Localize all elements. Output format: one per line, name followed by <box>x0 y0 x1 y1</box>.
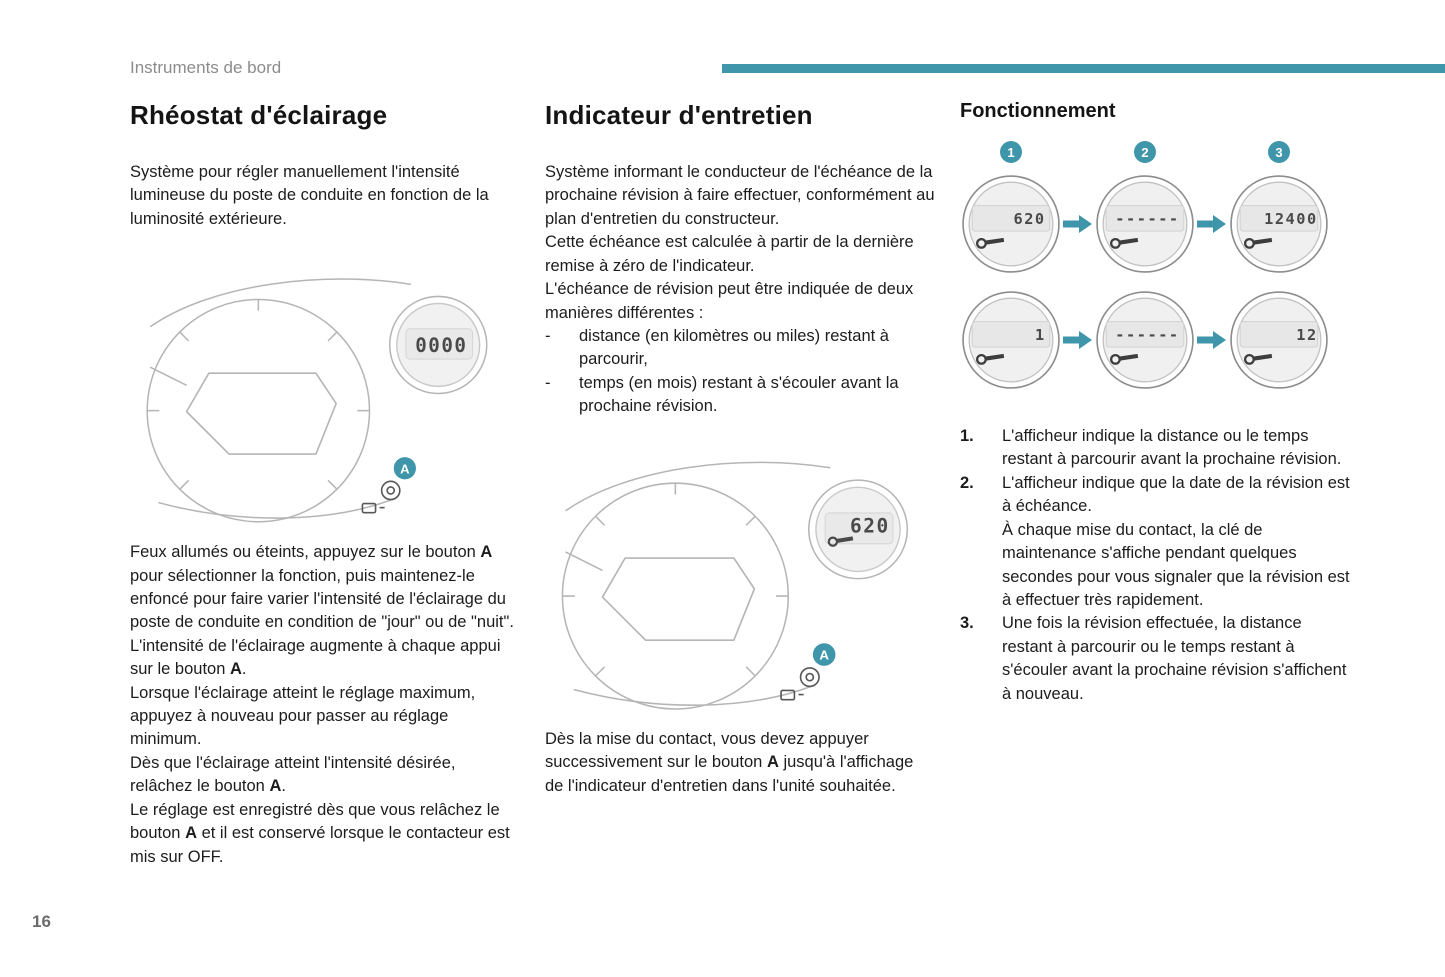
fonctionnement-title: Fonctionnement <box>960 100 1116 122</box>
step-number: 3. <box>960 614 974 633</box>
gauge-illustration: 620 <box>962 175 1060 273</box>
step-number: 2. <box>960 473 974 492</box>
button-a-badge <box>812 642 836 666</box>
gauge-illustration: ------ <box>1096 291 1194 389</box>
bullet-dash: - <box>545 326 551 345</box>
gauge-illustration: 12 <box>1230 291 1328 389</box>
page-number: 16 <box>32 912 51 931</box>
fonctionnement-steps: 1. L'afficheur indique la distance ou le… <box>960 425 1354 706</box>
rheostat-paragraph: Feux allumés ou éteints, appuyez sur le … <box>130 543 514 632</box>
arrow-right-icon <box>1197 215 1226 233</box>
gauge-illustration: 12400 <box>1230 175 1328 273</box>
step-number-badge: 2 <box>1134 141 1156 163</box>
service-wrench-icon <box>827 536 854 547</box>
gauge-step-2: 2 ------ <box>1094 141 1196 275</box>
service-wrench-icon <box>1244 237 1273 249</box>
service-wrench-icon <box>976 237 1005 249</box>
service-wrench-icon <box>1244 353 1273 365</box>
rheostat-paragraph: Lorsque l'éclairage atteint le réglage m… <box>130 683 476 749</box>
bullet-dash: - <box>545 373 551 392</box>
section-header: Instruments de bord <box>130 58 282 77</box>
entretien-outro: Dès la mise du contact, vous devez appuy… <box>545 729 914 795</box>
rheostat-button-icon <box>380 480 401 501</box>
gauge-value: ------ <box>1115 210 1179 228</box>
dial-tick-marks <box>562 482 789 677</box>
entretien-para2: Cette échéance est calculée à partir de … <box>545 233 914 275</box>
service-wrench-icon <box>1110 353 1139 365</box>
arrow-right-icon <box>1063 215 1092 233</box>
gauge-row-time: 1 ------ <box>960 289 1354 391</box>
step-number-badge: 3 <box>1268 141 1290 163</box>
arrow-right-icon <box>1197 331 1226 349</box>
step-item: 3. Une fois la révision effectuée, la di… <box>960 612 1354 706</box>
rheostat-paragraph: L'intensité de l'éclairage augmente à ch… <box>130 636 501 679</box>
cluster-illustration: 620 A <box>561 461 909 710</box>
rheostat-paragraph: Dès que l'éclairage atteint l'intensité … <box>130 753 456 796</box>
bullet-text: distance (en kilomètres ou miles) restan… <box>579 326 889 369</box>
gauge-step-1-time: 1 <box>960 289 1062 391</box>
gauge-value: ------ <box>1115 326 1179 344</box>
rheostat-button-dot <box>805 672 815 682</box>
lcd-value: 0000 <box>415 334 467 357</box>
button-a-label: A <box>819 647 829 662</box>
gauge-value: 12 <box>1296 326 1317 344</box>
gauge-step-2-time: ------ <box>1094 289 1196 391</box>
gauge-step-3-time: 12 <box>1228 289 1330 391</box>
lcd-panel <box>824 512 894 544</box>
gauge-value: 620 <box>1013 210 1045 228</box>
service-wrench-icon <box>976 353 1005 365</box>
display-icon <box>361 503 377 514</box>
step-number-badge: 1 <box>1000 141 1022 163</box>
accent-bar <box>722 64 1445 73</box>
dial-needle <box>149 366 187 387</box>
step-text: L'afficheur indique la distance ou le te… <box>1002 427 1342 469</box>
rheostat-title: Rhéostat d'éclairage <box>130 100 388 130</box>
dial-display-panel <box>601 556 756 641</box>
column-fonctionnement: Fonctionnement 1 620 2 <box>960 100 1354 706</box>
dial-needle <box>565 550 603 571</box>
rheostat-button-dot <box>386 486 396 496</box>
gauge-illustration: 1 <box>962 291 1060 389</box>
gauge-step-3: 3 12400 <box>1228 141 1330 275</box>
gauge-value: 12400 <box>1264 210 1318 228</box>
dial-tick-marks <box>147 299 370 491</box>
step-number: 1. <box>960 427 974 445</box>
lcd-panel <box>405 328 474 360</box>
gauge-row-distance: 1 620 2 -- <box>960 141 1354 275</box>
gauge-value: 1 <box>1035 326 1046 344</box>
button-a-label: A <box>400 462 410 477</box>
small-gauge-ring <box>807 478 909 580</box>
lcd-value: 620 <box>850 514 890 537</box>
cluster-housing-top-line <box>565 461 831 512</box>
entretien-title: Indicateur d'entretien <box>545 100 813 130</box>
dial-display-panel <box>185 372 337 456</box>
arrow-right-icon <box>1063 331 1092 349</box>
step-item: 2. L'afficheur indique que la date de la… <box>960 472 1354 613</box>
small-gauge-ring <box>388 295 488 395</box>
gauge-step-1: 1 620 <box>960 141 1062 275</box>
button-a-badge <box>393 457 416 480</box>
rheostat-button-icon <box>799 666 820 687</box>
rheostat-paragraph: Le réglage est enregistré dès que vous r… <box>130 800 510 866</box>
rheostat-intro: Système pour régler manuellement l'inten… <box>130 163 489 228</box>
display-icon <box>780 689 796 701</box>
instrument-cluster-diagram-entretien: 620 A <box>545 437 935 714</box>
bullet-item: - distance (en kilomètres ou miles) rest… <box>545 325 935 372</box>
entretien-para3: L'échéance de révision peut être indiqué… <box>545 280 914 322</box>
step-text: Une fois la révision effectuée, la dista… <box>1002 614 1347 703</box>
entretien-para1: Système informant le conducteur de l'éch… <box>545 163 935 228</box>
column-entretien: Indicateur d'entretien Système informant… <box>545 100 935 798</box>
cluster-illustration: 0000 A <box>146 278 488 523</box>
step-text: L'afficheur indique que la date de la ré… <box>1002 473 1350 609</box>
bullet-text: temps (en mois) restant à s'écouler avan… <box>579 373 899 416</box>
column-rheostat: Rhéostat d'éclairage Système pour régler… <box>130 100 514 869</box>
instrument-cluster-diagram-rheostat: 0000 A <box>130 254 514 527</box>
step-item: 1. L'afficheur indique la distance ou le… <box>960 425 1354 472</box>
gauge-illustration: ------ <box>1096 175 1194 273</box>
bullet-item: - temps (en mois) restant à s'écouler av… <box>545 372 935 419</box>
cluster-housing-top-line <box>149 278 412 328</box>
service-wrench-icon <box>1110 237 1139 249</box>
